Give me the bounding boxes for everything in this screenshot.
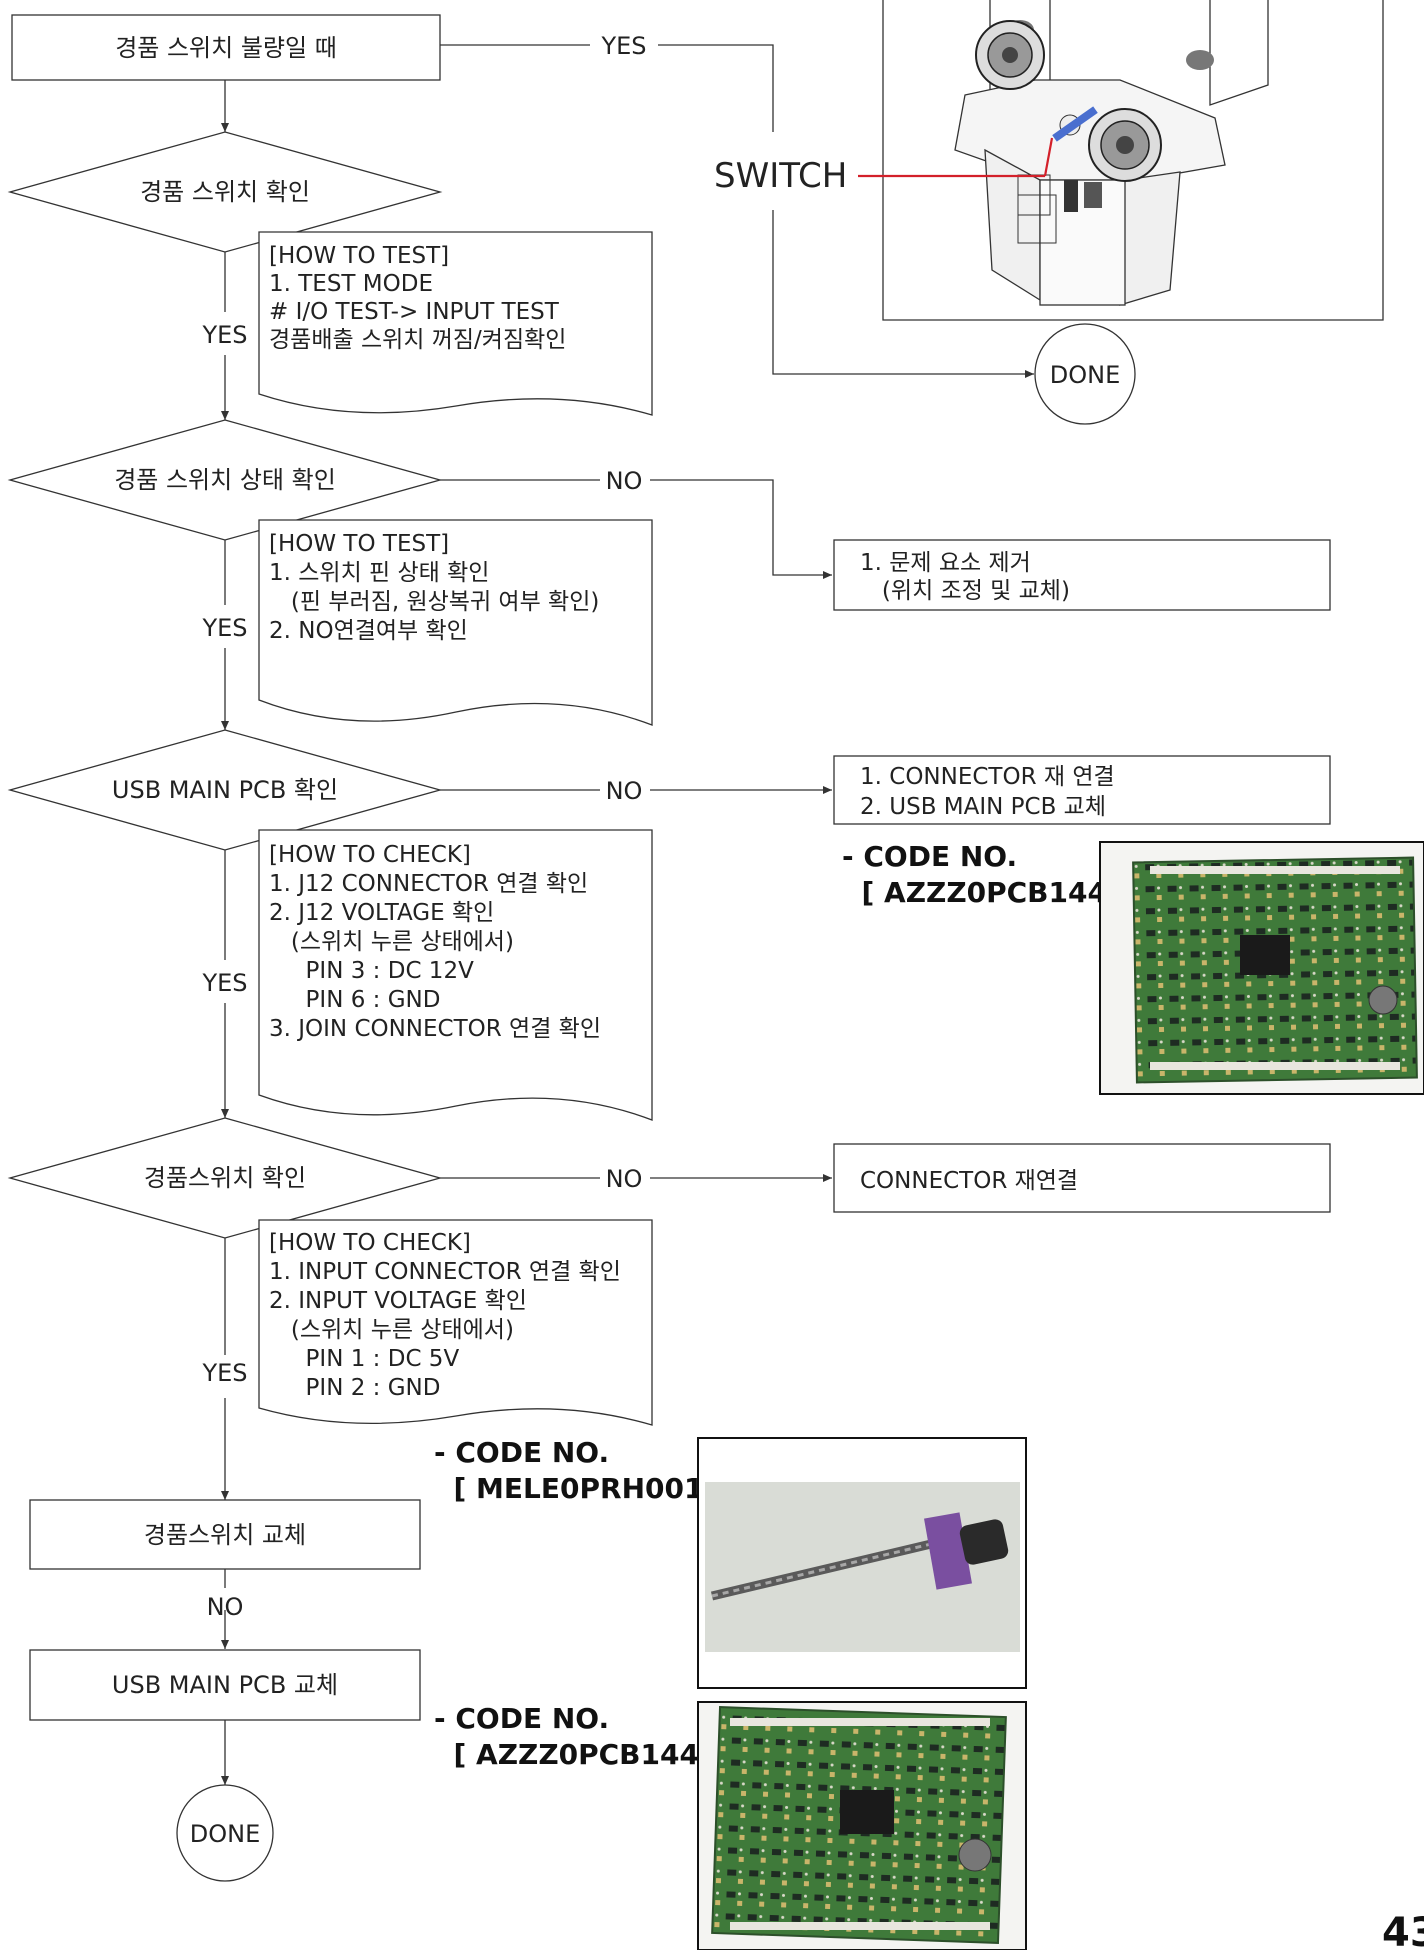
decision-usb-pcb-label: USB MAIN PCB 확인 <box>112 776 338 804</box>
done-label-top: DONE <box>1050 361 1121 389</box>
action-connector-text: CONNECTOR 재연결 <box>860 1168 1078 1194</box>
yes-label-2: YES <box>201 614 247 642</box>
pcb-photo-a <box>1100 842 1424 1094</box>
decision-switch-check-label: 경품 스위치 확인 <box>140 178 310 206</box>
decision-switch-state-label: 경품 스위치 상태 확인 <box>114 466 336 494</box>
no-label-3: NO <box>606 777 643 805</box>
no-label-replace: NO <box>207 1593 244 1621</box>
no-label-2: NO <box>606 467 643 495</box>
replace-switch-label: 경품스위치 교체 <box>144 1521 306 1549</box>
yes-label-1: YES <box>201 321 247 349</box>
page-number: 43 <box>1382 1910 1424 1950</box>
yes-label-start: YES <box>600 32 646 60</box>
replace-pcb-label: USB MAIN PCB 교체 <box>112 1671 338 1699</box>
start-label: 경품 스위치 불량일 때 <box>115 34 337 62</box>
decision-switch-connector-label: 경품스위치 확인 <box>144 1164 306 1192</box>
done-label-bottom: DONE <box>190 1820 261 1848</box>
switch-photo <box>698 1438 1026 1688</box>
no-label-4: NO <box>606 1165 643 1193</box>
yes-label-4: YES <box>201 1359 247 1387</box>
cabinet-illustration <box>883 0 1383 320</box>
switch-label: SWITCH <box>714 156 847 196</box>
pcb-photo-b <box>698 1702 1026 1950</box>
yes-label-3: YES <box>201 969 247 997</box>
